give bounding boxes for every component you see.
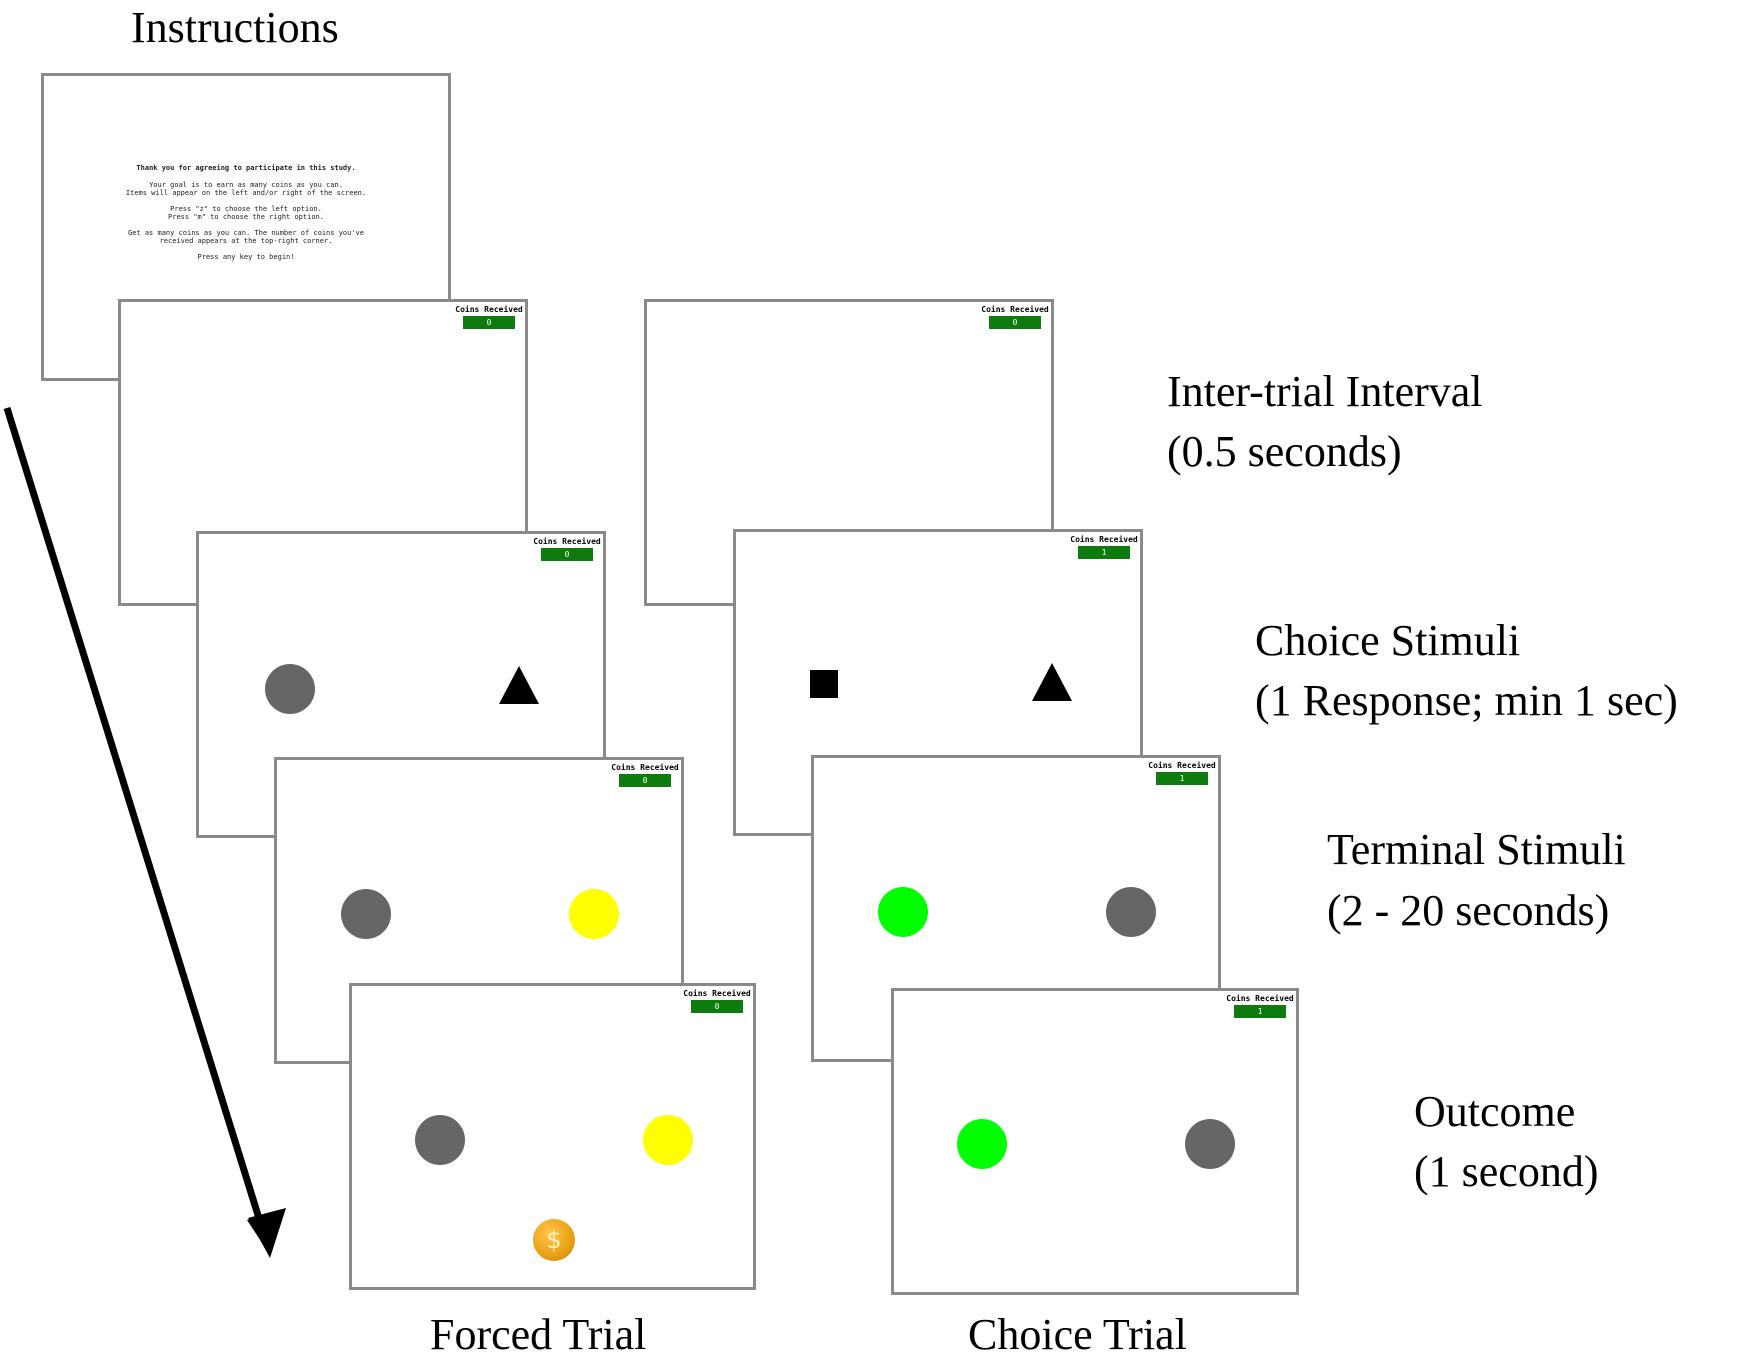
forced-outcome-screen: Coins Received 0 $ [349, 983, 756, 1290]
instructions-line: Press "z" to choose the left option. [170, 205, 322, 213]
coin-counter: Coins Received 0 [533, 537, 601, 561]
choice-outcome-screen: Coins Received 1 [891, 988, 1299, 1295]
instructions-paragraph: Your goal is to earn as many coins as yo… [44, 181, 448, 197]
coin-counter: Coins Received 0 [683, 989, 751, 1013]
coin-counter-label: Coins Received [1148, 761, 1216, 770]
coin-counter: Coins Received 0 [455, 305, 523, 329]
coin-counter: Coins Received 1 [1070, 535, 1138, 559]
instructions-label: Instructions [131, 3, 339, 52]
instructions-line: Thank you for agreeing to participate in… [136, 164, 356, 172]
coin-counter-label: Coins Received [611, 763, 679, 772]
gray-circle-stimulus [265, 664, 315, 714]
coin-counter-label: Coins Received [1070, 535, 1138, 544]
instructions-paragraph: Press "z" to choose the left option. Pre… [44, 205, 448, 221]
coin-counter-value: 0 [541, 548, 593, 561]
yellow-circle-stimulus [643, 1115, 693, 1165]
coin-counter-value: 0 [989, 316, 1041, 329]
outcome-title: Outcome [1414, 1087, 1576, 1136]
coin-counter-value: 1 [1234, 1005, 1286, 1018]
instructions-line: Press any key to begin! [197, 253, 295, 261]
instructions-paragraph: Get as many coins as you can. The number… [44, 229, 448, 245]
instructions-line: Items will appear on the left and/or rig… [125, 189, 367, 197]
black-triangle-stimulus [499, 666, 539, 704]
choice-trial-label: Choice Trial [968, 1310, 1187, 1359]
black-triangle-stimulus [1032, 663, 1072, 701]
coin-counter-label: Coins Received [981, 305, 1049, 314]
coin-counter: Coins Received 0 [981, 305, 1049, 329]
coin-counter-label: Coins Received [533, 537, 601, 546]
coin-counter-value: 0 [619, 774, 671, 787]
instructions-line: received appears at the top-right corner… [159, 237, 333, 245]
black-square-stimulus [810, 670, 838, 698]
coin-icon: $ [533, 1219, 575, 1261]
inter-trial-detail: (0.5 seconds) [1167, 427, 1402, 476]
outcome-detail: (1 second) [1414, 1147, 1599, 1196]
forced-trial-label: Forced Trial [430, 1310, 647, 1359]
coin-counter-value: 0 [463, 316, 515, 329]
coin-counter-value: 1 [1078, 546, 1130, 559]
inter-trial-title: Inter-trial Interval [1167, 367, 1483, 416]
instructions-line: Press "m" to choose the right option. [168, 213, 324, 221]
gray-circle-stimulus [1106, 887, 1156, 937]
instructions-text: Thank you for agreeing to participate in… [44, 164, 448, 269]
yellow-circle-stimulus [569, 889, 619, 939]
gray-circle-stimulus [1185, 1119, 1235, 1169]
green-circle-stimulus [878, 887, 928, 937]
gray-circle-stimulus [341, 889, 391, 939]
instructions-line: Your goal is to earn as many coins as yo… [149, 181, 343, 189]
instructions-line: Get as many coins as you can. The number… [127, 229, 364, 237]
green-circle-stimulus [957, 1119, 1007, 1169]
choice-stimuli-title: Choice Stimuli [1255, 616, 1521, 665]
coin-counter: Coins Received 0 [611, 763, 679, 787]
coin-counter-value: 1 [1156, 772, 1208, 785]
terminal-stimuli-title: Terminal Stimuli [1327, 825, 1626, 874]
coin-counter-label: Coins Received [455, 305, 523, 314]
choice-stimuli-detail: (1 Response; min 1 sec) [1255, 676, 1678, 725]
gray-circle-stimulus [415, 1115, 465, 1165]
coin-counter-value: 0 [691, 1000, 743, 1013]
coin-counter: Coins Received 1 [1226, 994, 1294, 1018]
coin-counter-label: Coins Received [683, 989, 751, 998]
terminal-stimuli-detail: (2 - 20 seconds) [1327, 886, 1610, 935]
coin-counter: Coins Received 1 [1148, 761, 1216, 785]
coin-counter-label: Coins Received [1226, 994, 1294, 1003]
